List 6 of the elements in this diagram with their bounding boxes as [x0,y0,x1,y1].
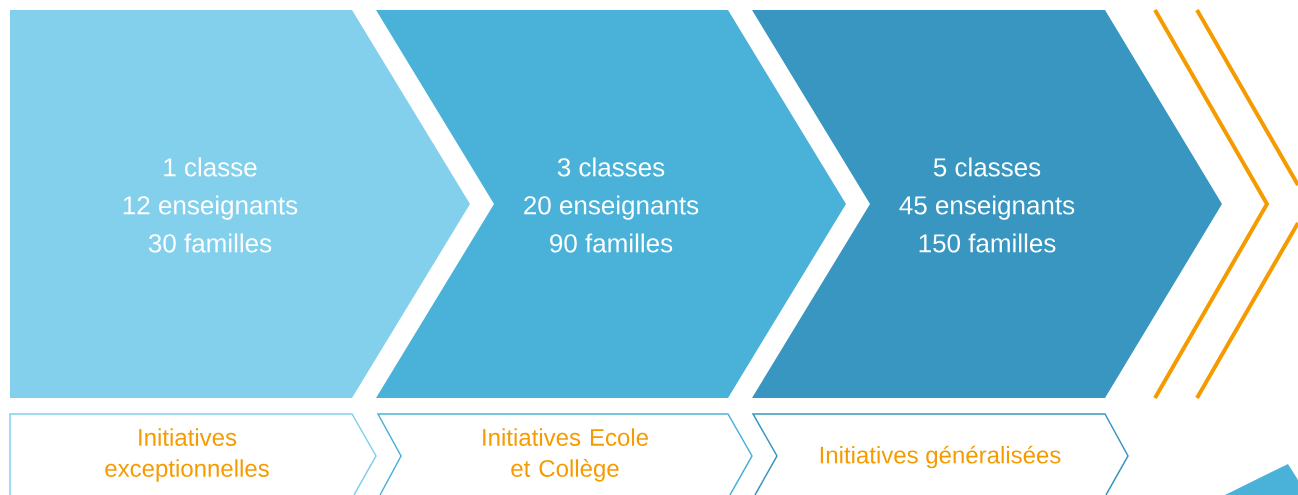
chevron-step: 5 classes 45 enseignants 150 familles [752,10,1222,398]
chevron-step: 1 classe 12 enseignants 30 familles [10,10,470,398]
chevron-label: Initiatives Ecole et Collège [376,413,753,495]
chevron-label: Initiatives généralisées [751,413,1129,495]
chevron-step: 3 classes 20 enseignants 90 familles [376,10,846,398]
chevron-label: Initiatives exceptionnelles [9,413,377,495]
